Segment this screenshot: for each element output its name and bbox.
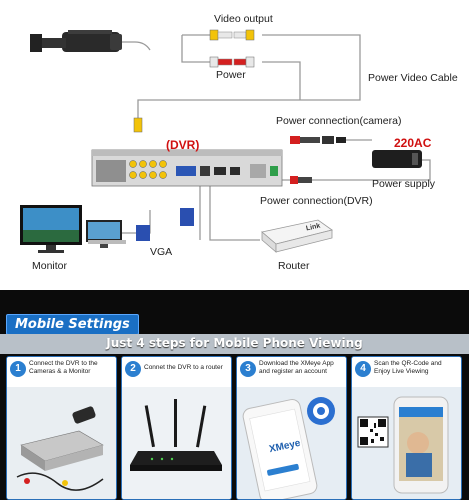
mobile-settings-section: Mobile Settings Just 4 steps for Mobile … (0, 290, 469, 500)
label-router: Router (278, 260, 310, 272)
step-2-number: 2 (125, 361, 141, 377)
step-3-panel: 3 Download the XMeye App and register an… (236, 356, 347, 500)
label-power: Power (216, 69, 246, 81)
label-power-supply: Power supply (372, 178, 436, 190)
step-2-image (122, 387, 231, 499)
wiring-diagram: Video output Power Power Video Cable Pow… (20, 13, 458, 272)
dvr-box (91, 149, 283, 187)
step-3-number: 3 (240, 361, 256, 377)
step-1-number: 1 (10, 361, 26, 377)
steps-title: Just 4 steps for Mobile Phone Viewing (106, 336, 363, 350)
step-4-number: 4 (355, 361, 371, 377)
monitor-group (20, 205, 126, 253)
step-1-image (7, 387, 116, 499)
step-1-panel: 1 Connect the DVR to the Cameras & a Mon… (6, 356, 117, 500)
camera (30, 30, 122, 52)
router-device (261, 219, 333, 253)
steps-banner (0, 334, 469, 354)
label-vga: VGA (150, 246, 173, 258)
step-4-image (352, 387, 461, 499)
label-power-connection-dvr: Power connection(DVR) (260, 195, 373, 207)
label-power-video-cable: Power Video Cable (368, 72, 458, 84)
step-4-panel: 4 Scan the QR-Code and Enjoy Live Viewin… (351, 356, 462, 500)
step-3-image (237, 387, 346, 499)
label-power-connection-camera: Power connection(camera) (276, 115, 402, 127)
label-dvr: (DVR) (166, 138, 200, 152)
step-1-text: Connect the DVR to the Cameras & a Monit… (29, 360, 98, 375)
label-220ac: 220AC (394, 136, 432, 150)
label-monitor: Monitor (32, 260, 68, 272)
step-2-panel: 2 Connet the DVR to a router (121, 356, 232, 500)
step-4-text: Scan the QR-Code and Enjoy Live Viewing (374, 360, 442, 375)
mobile-settings-title: Mobile Settings (6, 314, 139, 335)
power-supply-adapter (372, 150, 422, 168)
wiring-diagram-graphic (20, 29, 431, 253)
label-video-output: Video output (214, 13, 273, 25)
step-3-text: Download the XMeye App and register an a… (259, 360, 334, 375)
step-2-text: Connet the DVR to a router (144, 364, 223, 371)
